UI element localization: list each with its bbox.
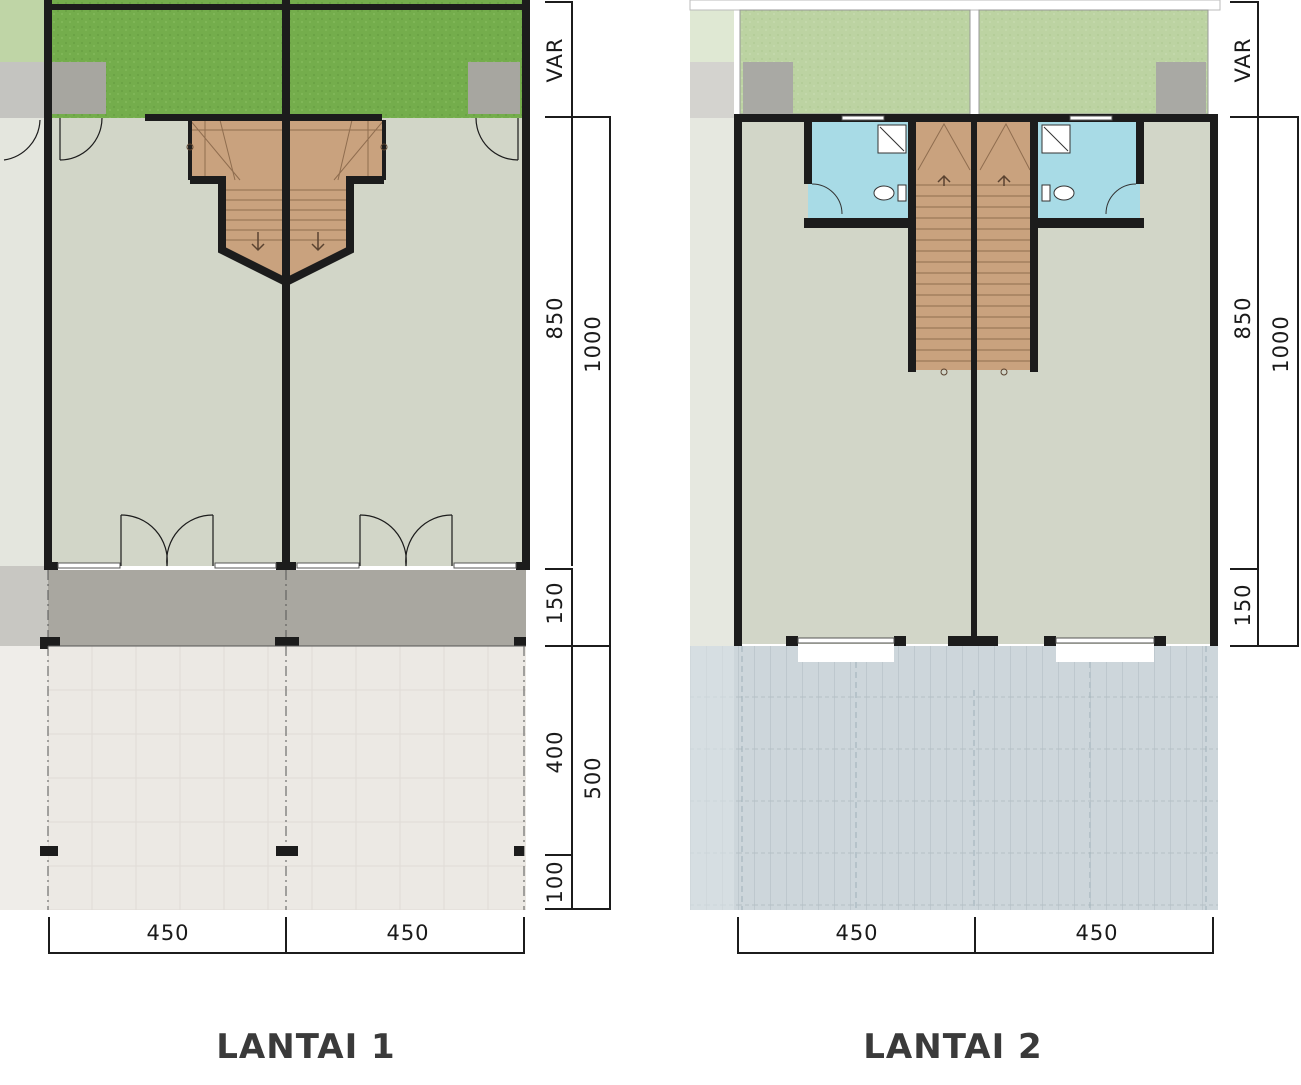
dim-terrace-floor-2: 150 (1231, 583, 1255, 626)
walls-floor-1 (44, 0, 530, 570)
dim-var-floor-2: VAR (1231, 38, 1255, 83)
dim-interior-floor-2: 850 (1231, 296, 1255, 339)
dim-interior-floor-1: 850 (543, 296, 567, 339)
dim-var-floor-1: VAR (543, 38, 567, 83)
dim-front-yard-floor-1: 400 (543, 730, 567, 773)
front-terrace (48, 570, 526, 646)
dim-unit-depth-floor-1: 1000 (581, 315, 605, 372)
dim-setback-floor-1: 100 (543, 860, 567, 903)
dim-front-total-floor-1: 500 (581, 756, 605, 799)
front-door-swings (120, 514, 453, 567)
balcony-grid (690, 646, 1218, 910)
dim-terrace-floor-1: 150 (543, 581, 567, 624)
floor-2-dimension-lines (737, 1, 1299, 954)
dim-width-right-floor-2: 450 (1075, 921, 1118, 945)
floor-1-title: LANTAI 1 (216, 1027, 395, 1067)
floor-2-plan: VAR 850 1000 150 450 450 LANTAI 2 (689, 0, 1299, 1067)
floor-1-plan: VAR 850 1000 150 400 500 100 450 450 LAN… (0, 0, 611, 1067)
dim-width-right-floor-1: 450 (386, 921, 429, 945)
floor-2-title: LANTAI 2 (863, 1027, 1042, 1067)
dim-unit-depth-floor-2: 1000 (1269, 315, 1293, 372)
dim-width-left-floor-2: 450 (835, 921, 878, 945)
rear-door-swings (3, 117, 519, 161)
floor-1-dimension-lines (48, 1, 611, 954)
front-yard (48, 646, 526, 910)
dim-width-left-floor-1: 450 (146, 921, 189, 945)
